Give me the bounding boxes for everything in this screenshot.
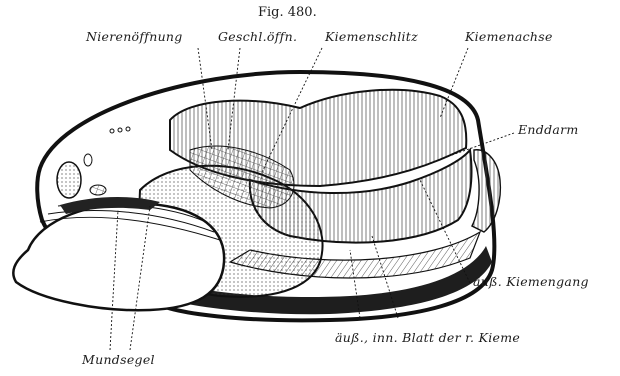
label-kiemengang: äuß. Kiemengang [473,276,589,289]
label-kiemenschlitz: Kiemenschlitz [325,31,418,44]
label-mundsegel: Mundsegel [82,354,155,367]
label-blatt: äuß., inn. Blatt der r. Kieme [335,332,520,345]
label-enddarm: Enddarm [518,124,579,137]
figure-number: Fig. 480. [258,6,317,19]
label-nierenoeffnung: Nierenöffnung [86,31,183,44]
label-kiemenachse: Kiemenachse [465,31,553,44]
organ-oval-1 [57,162,81,198]
label-geschl-oeffn: Geschl.öffn. [218,31,297,44]
organ-oval-3 [90,185,106,195]
